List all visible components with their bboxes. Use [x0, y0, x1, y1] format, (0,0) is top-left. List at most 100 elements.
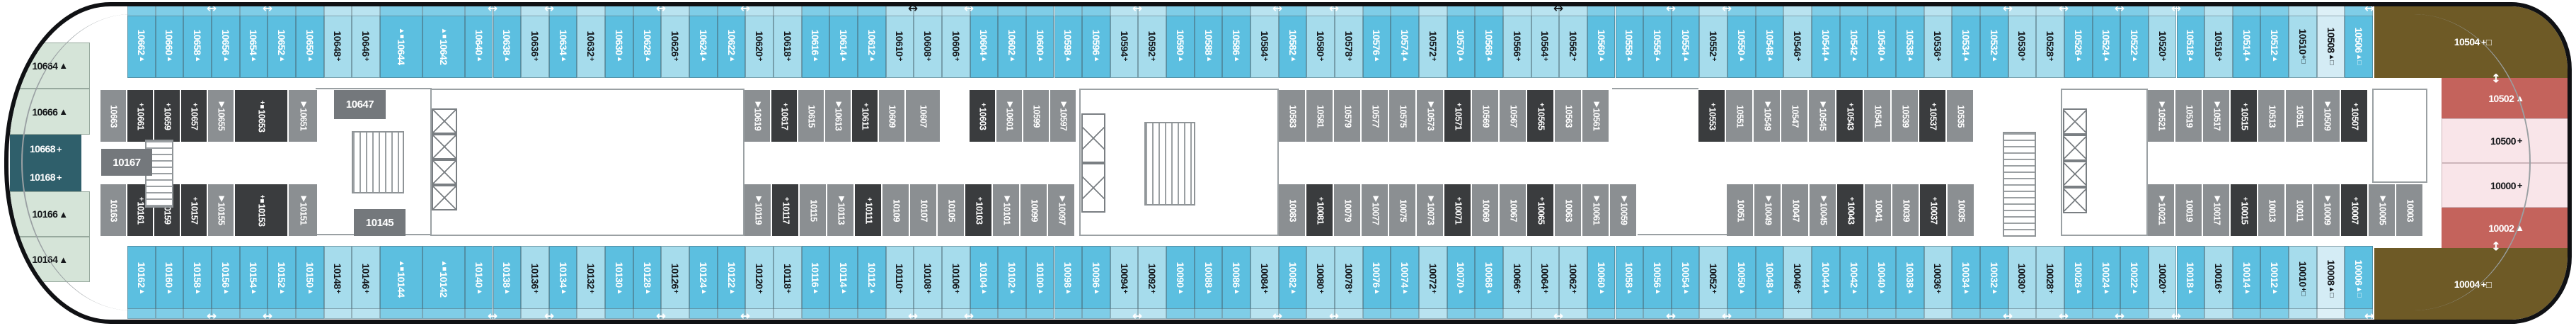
cabin-10654[interactable]: 10654▲ — [239, 6, 268, 78]
cabin-10030[interactable]: 10030+ — [2008, 246, 2037, 319]
cabin-10592[interactable]: 10592+ — [1138, 6, 1167, 78]
cabin-10106[interactable]: 10106+ — [941, 246, 970, 319]
cabin-10130[interactable]: 10130▲ — [605, 246, 633, 319]
cabin-10045[interactable]: ▶10045 — [1810, 184, 1836, 236]
cabin-10046[interactable]: 10046+ — [1783, 246, 1812, 319]
cabin-10010[interactable]: 10010+□ — [2289, 246, 2317, 319]
cabin-10077[interactable]: ▶10077 — [1362, 184, 1388, 236]
cabin-10082[interactable]: 10082▲ — [1278, 246, 1307, 319]
cabin-10566[interactable]: 10566+ — [1502, 6, 1531, 78]
cabin-10590[interactable]: 10590▲ — [1166, 6, 1195, 78]
cabin-10024[interactable]: 10024▲ — [2092, 246, 2121, 319]
cabin-10105[interactable]: 10105 — [938, 184, 964, 236]
cabin-10657[interactable]: +10657 — [181, 90, 207, 142]
cabin-10160[interactable]: 10160▲ — [155, 246, 184, 319]
cabin-10574[interactable]: 10574▲ — [1391, 6, 1419, 78]
cabin-10616[interactable]: 10616▲ — [801, 6, 830, 78]
cabin-10619[interactable]: ▶10619 — [744, 90, 770, 142]
cabin-10502[interactable]: 10502▲ — [2442, 78, 2568, 118]
cabin-10092[interactable]: 10092+ — [1138, 246, 1167, 319]
cabin-10026[interactable]: 10026▲ — [2064, 246, 2093, 319]
cabin-10000[interactable]: 10000+ — [2442, 163, 2568, 208]
cabin-10561[interactable]: ▶10561 — [1582, 90, 1609, 142]
cabin-10538[interactable]: 10538▲ — [1896, 6, 1924, 78]
cabin-10603[interactable]: +10603 — [970, 90, 995, 142]
cabin-10016[interactable]: 10016+ — [2204, 246, 2233, 319]
cabin-10041[interactable]: 10041 — [1865, 184, 1891, 236]
cabin-10079[interactable]: 10079 — [1334, 184, 1360, 236]
cabin-10150[interactable]: 10150▲ — [295, 246, 324, 319]
cabin-10134[interactable]: 10134▲ — [548, 246, 577, 319]
cabin-10564[interactable]: 10564+ — [1531, 6, 1560, 78]
cabin-10558[interactable]: 10558▲ — [1615, 6, 1644, 78]
cabin-10014[interactable]: 10014▲ — [2232, 246, 2261, 319]
cabin-10664[interactable]: 10664▲ — [10, 43, 90, 89]
cabin-10118[interactable]: 10118+ — [774, 246, 802, 319]
cabin-10516[interactable]: 10516+ — [2204, 6, 2233, 78]
cabin-10539[interactable]: 10539 — [1892, 90, 1918, 142]
cabin-10155[interactable]: ▶10155 — [208, 184, 234, 236]
cabin-10017[interactable]: ▶10017 — [2203, 184, 2229, 236]
cabin-10075[interactable]: 10075 — [1389, 184, 1415, 236]
cabin-10571[interactable]: +10571 — [1444, 90, 1471, 142]
cabin-10162[interactable]: 10162▲ — [127, 246, 156, 319]
cabin-10069[interactable]: 10069 — [1472, 184, 1498, 236]
cabin-10545[interactable]: ▶10545 — [1809, 90, 1835, 142]
cabin-10668[interactable]: 10668+ — [10, 135, 81, 163]
cabin-10583[interactable]: 10583 — [1279, 90, 1305, 142]
cabin-10102[interactable]: 10102▲ — [998, 246, 1026, 319]
cabin-10004[interactable]: 10004+□ — [2374, 248, 2568, 320]
cabin-10613[interactable]: ▶10613 — [825, 90, 851, 142]
cabin-10537[interactable]: +10537 — [1919, 90, 1945, 142]
cabin-10547[interactable]: 10547 — [1781, 90, 1807, 142]
cabin-10543[interactable]: +10543 — [1836, 90, 1863, 142]
cabin-10597[interactable]: ▶10597 — [1050, 90, 1076, 142]
cabin-10100[interactable]: 10100▲ — [1025, 246, 1054, 319]
cabin-10156[interactable]: 10156▲ — [211, 246, 240, 319]
cabin-10506[interactable]: 10506▲□ — [2345, 6, 2374, 78]
cabin-10659[interactable]: +10659 — [154, 90, 180, 142]
cabin-10628[interactable]: 10628▲ — [633, 6, 662, 78]
cabin-10651[interactable]: ▶10651 — [289, 90, 317, 142]
cabin-10116[interactable]: 10116▲ — [801, 246, 830, 319]
cabin-10072[interactable]: 10072+ — [1418, 246, 1447, 319]
cabin-10510[interactable]: 10510+□ — [2289, 6, 2317, 78]
cabin-10624[interactable]: 10624▲ — [689, 6, 718, 78]
cabin-10126[interactable]: 10126+ — [661, 246, 690, 319]
cabin-10580[interactable]: 10580+ — [1306, 6, 1335, 78]
cabin-10620[interactable]: 10620+ — [745, 6, 774, 78]
cabin-10146[interactable]: 10146+ — [352, 246, 380, 319]
cabin-10163[interactable]: 10163 — [100, 184, 126, 236]
cabin-10034[interactable]: 10034▲ — [1952, 246, 1980, 319]
cabin-10549[interactable]: ▶10549 — [1754, 90, 1780, 142]
cabin-10607[interactable]: 10607 — [906, 90, 940, 142]
cabin-10655[interactable]: ▶10655 — [208, 90, 234, 142]
cabin-10070[interactable]: 10070▲ — [1447, 246, 1476, 319]
cabin-10599[interactable]: 10599 — [1023, 90, 1049, 142]
cabin-10166[interactable]: 10166▲ — [10, 191, 90, 237]
cabin-10532[interactable]: 10532▲ — [1979, 6, 2008, 78]
cabin-10158[interactable]: 10158▲ — [183, 246, 212, 319]
cabin-10063[interactable]: 10063 — [1555, 184, 1581, 236]
cabin-10642[interactable]: ▲■10642 — [422, 6, 465, 78]
cabin-10656[interactable]: 10656▲ — [211, 6, 240, 78]
cabin-10610[interactable]: 10610+ — [885, 6, 914, 78]
cabin-10006[interactable]: 10006▲□ — [2345, 246, 2374, 319]
cabin-10168[interactable]: 10168+ — [10, 163, 81, 191]
cabin-10542[interactable]: 10542▲ — [1839, 6, 1868, 78]
cabin-10019[interactable]: 10019 — [2175, 184, 2202, 236]
cabin-10099[interactable]: 10099 — [1020, 184, 1047, 236]
cabin-10067[interactable]: 10067 — [1500, 184, 1526, 236]
cabin-10054[interactable]: 10054▲ — [1671, 246, 1700, 319]
cabin-10662[interactable]: 10662▲ — [127, 6, 156, 78]
cabin-10015[interactable]: +10015 — [2231, 184, 2257, 236]
cabin-10107[interactable]: 10107 — [910, 184, 936, 236]
cabin-10109[interactable]: 10109 — [882, 184, 909, 236]
cabin-10154[interactable]: 10154▲ — [239, 246, 268, 319]
cabin-10598[interactable]: 10598▲ — [1054, 6, 1083, 78]
cabin-10528[interactable]: 10528+ — [2036, 6, 2064, 78]
cabin-10550[interactable]: 10550▲ — [1727, 6, 1756, 78]
cabin-10094[interactable]: 10094+ — [1110, 246, 1139, 319]
cabin-10520[interactable]: 10520+ — [2148, 6, 2177, 78]
cabin-10553[interactable]: +10553 — [1698, 90, 1725, 142]
